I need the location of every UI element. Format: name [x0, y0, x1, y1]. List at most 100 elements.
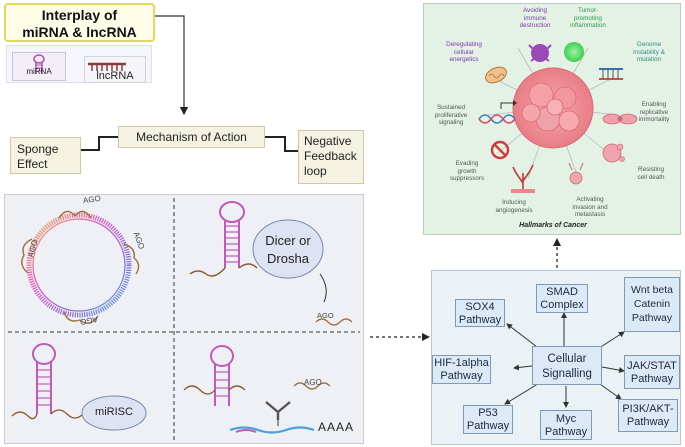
- apoptosis-cell-icon: [602, 143, 625, 163]
- dicer-label: Dicer or Drosha: [253, 232, 323, 268]
- hallmark-suppressors: Evading growth suppressors: [444, 160, 490, 183]
- ago-label-target: AGO: [304, 378, 322, 387]
- hallmark-immune: Avoiding immune destruction: [509, 7, 561, 30]
- mirna-seed-binding: [235, 429, 257, 433]
- hallmark-metastasis-line3: metastasis: [574, 211, 606, 218]
- hallmark-suppressors-line3: suppressors: [449, 175, 485, 182]
- sox4-line1: SOX4: [465, 301, 495, 313]
- negative-line1: Negative: [304, 134, 352, 148]
- mechanism-illustration: [8, 198, 360, 440]
- hallmark-proliferative-line3: signaling: [438, 119, 464, 126]
- polya-tail: AAAA: [318, 420, 355, 434]
- hallmark-cell-death-line2: cell death: [637, 173, 665, 181]
- hallmark-energetics-line1: Deregulating: [446, 41, 482, 48]
- center-line1: Cellular: [547, 353, 587, 365]
- angiogenesis-icon: [511, 164, 535, 193]
- mirisc-label: miRISC: [95, 406, 133, 418]
- cellular-signalling-node: Cellular Signalling: [532, 346, 602, 385]
- smad-complex-node: SMAD Complex: [536, 284, 588, 313]
- to-hallmarks-arrow: [553, 238, 561, 268]
- pi3k-akt-node: PI3K/AKT- Pathway: [618, 399, 678, 432]
- dicer-arrow: [319, 273, 327, 303]
- mature-mirna-strand: [315, 318, 353, 326]
- jak-line2: Pathway: [630, 373, 674, 385]
- smad-line1: SMAD: [546, 286, 578, 298]
- dna-mutation-icon: [599, 68, 623, 80]
- hallmark-energetics-line3: energetics: [449, 56, 479, 63]
- hif-line2: Pathway: [440, 370, 483, 382]
- hallmark-inflammation-line3: inflammation: [570, 22, 606, 29]
- hallmark-genome-line2: instability &: [633, 48, 665, 56]
- cleavage-mark: [265, 401, 291, 420]
- target-mrna: [229, 426, 315, 434]
- hallmark-metastasis: Activating invasion and metastasis: [562, 196, 618, 219]
- pi3k-line2: Pathway: [626, 416, 670, 428]
- dicer-line2: Drosha: [267, 251, 309, 266]
- negative-connector: [265, 136, 298, 152]
- title-line1: Interplay of: [41, 7, 118, 23]
- hallmark-inflammation-line2: promoting: [573, 14, 602, 22]
- hallmark-proliferative-line2: proliferative: [434, 111, 468, 119]
- negative-line2: Feedback: [304, 149, 357, 163]
- inflammation-icon: [564, 42, 584, 62]
- hallmark-metastasis-line2: invasion and: [572, 203, 608, 211]
- myc-line2: Pathway: [544, 426, 588, 438]
- hallmark-cell-death: Resisting cell death: [628, 166, 674, 181]
- jak-stat-node: JAK/STAT Pathway: [624, 355, 680, 389]
- mirna-hairpin-q3: [11, 343, 84, 420]
- metastasis-cell-icon: [568, 162, 584, 185]
- sox4-line2: Pathway: [458, 314, 502, 326]
- p53-pathway-node: P53 Pathway: [463, 405, 513, 434]
- dna-signaling-icon: [478, 100, 517, 124]
- wnt-line3: Pathway: [631, 312, 673, 324]
- hallmark-proliferative-line1: Sustained: [436, 104, 465, 111]
- myc-pathway-node: Myc Pathway: [540, 410, 592, 440]
- hallmark-angiogenesis-line1: Inducing: [502, 199, 526, 206]
- wnt-line1: Wnt beta: [630, 284, 674, 296]
- hallmark-immune-line1: Avoiding: [522, 7, 548, 14]
- sponge-line1: Sponge: [17, 142, 59, 156]
- hallmark-inflammation: Tumor- promoting inflammation: [562, 7, 614, 30]
- rna-icons: [33, 54, 126, 74]
- lncrna-label: lncRNA: [96, 70, 134, 82]
- to-signalling-arrow: [370, 333, 430, 341]
- sponge-line2: Effect: [17, 157, 48, 171]
- hallmark-angiogenesis: Inducing angiogenesis: [489, 199, 539, 214]
- dicer-line1: Dicer or: [265, 233, 311, 248]
- jak-line1: JAK/STAT: [627, 360, 677, 372]
- circular-lncrna-sponge: [21, 210, 140, 324]
- hallmark-suppressors-line2: growth: [457, 167, 477, 175]
- title-line2: miRNA & lncRNA: [22, 24, 137, 40]
- sponge-box: Sponge Effect: [10, 137, 81, 174]
- smad-line2: Complex: [540, 299, 584, 311]
- hallmark-immortality-line3: immortality: [638, 116, 670, 123]
- wnt-line2: Catenin: [633, 298, 671, 310]
- p53-line2: Pathway: [466, 420, 510, 432]
- mirna-label: miRNA: [26, 67, 52, 76]
- hallmarks-caption: Hallmarks of Cancer: [519, 222, 587, 229]
- myc-line1: Myc: [555, 413, 577, 425]
- mirisc-complex: [81, 395, 147, 431]
- hallmark-immortality-line1: Enabling: [641, 101, 667, 108]
- sox4-pathway-node: SOX4 Pathway: [455, 299, 505, 327]
- hallmark-suppressors-line1: Evading: [455, 160, 479, 167]
- top-connectors: [81, 15, 298, 152]
- no-entry-icon: [490, 140, 510, 160]
- hallmark-energetics: Deregulating cellular energetics: [438, 41, 490, 64]
- negative-line3: loop: [304, 164, 327, 178]
- wnt-catenin-node: Wnt beta Catenin Pathway: [624, 277, 680, 332]
- lncrna-card: [84, 56, 146, 83]
- hallmark-immune-line2: immune: [523, 14, 547, 22]
- hallmark-genome-line1: Genome: [636, 41, 662, 48]
- title-to-mechanism-arrow: [155, 15, 189, 116]
- hallmark-inflammation-line1: Tumor-: [577, 7, 599, 14]
- ago-bound-strand: [293, 382, 331, 390]
- hallmark-immortality-line2: replicative: [639, 108, 669, 116]
- lncrna-comb-icon: [88, 62, 126, 71]
- ago-label-dicer: AGO: [317, 311, 334, 320]
- p53-line1: P53: [478, 407, 498, 419]
- hallmarks-illustration: [478, 42, 638, 193]
- tumor-mass-icon: [512, 67, 594, 149]
- pre-mirna-hairpin: [189, 201, 258, 277]
- hif-line1: HIF-1alpha: [434, 357, 489, 369]
